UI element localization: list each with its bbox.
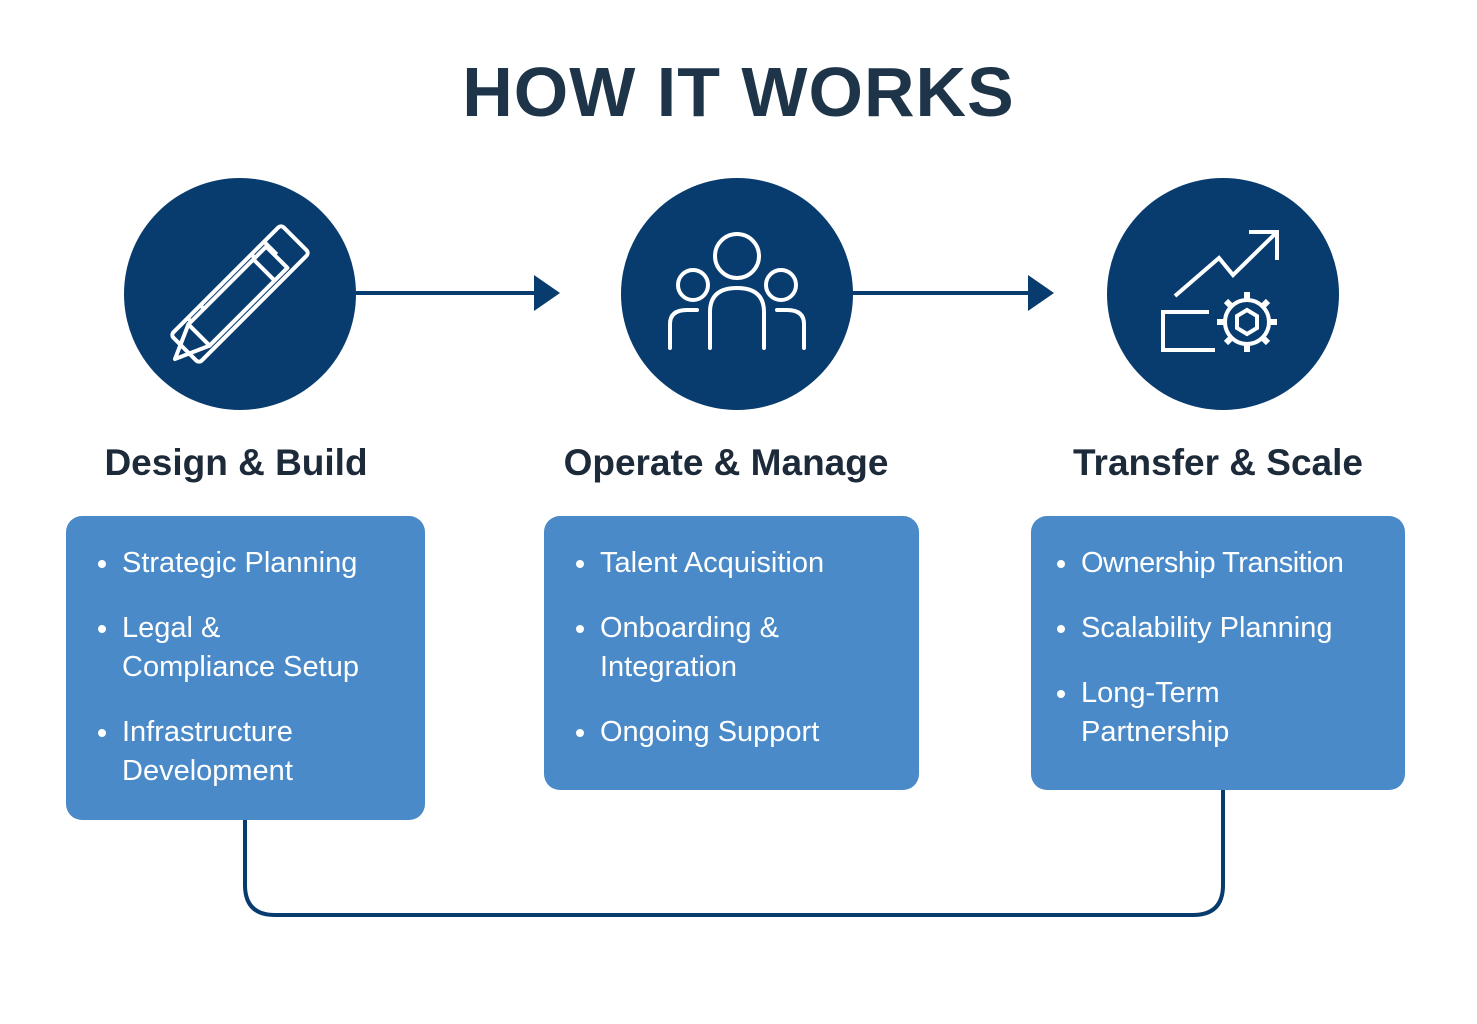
team-people-icon: [668, 232, 806, 350]
page-title: HOW IT WORKS: [462, 53, 1015, 131]
list-item: Long-Term Partnership: [1055, 674, 1281, 752]
ruler-pencil-icon: [170, 224, 310, 364]
step-1-card: Strategic Planning Legal & Compliance Se…: [66, 516, 425, 820]
growth-gear-icon: [1161, 230, 1279, 352]
list-item: Strategic Planning: [96, 544, 405, 583]
list-item: Infrastructure Development: [96, 713, 342, 791]
list-item: Ownership Transition: [1055, 544, 1385, 583]
step-2-card: Talent Acquisition Onboarding & Integrat…: [544, 516, 919, 790]
arrow-right-2: [852, 275, 1054, 311]
step-3-icon-circle: [1107, 178, 1339, 410]
arrow-right-1: [356, 275, 560, 311]
list-item: Legal & Compliance Setup: [96, 609, 372, 687]
list-item: Onboarding & Integration: [574, 609, 830, 687]
list-item: Ongoing Support: [574, 713, 899, 752]
step-3-list: Ownership Transition Scalability Plannin…: [1055, 544, 1385, 752]
list-item: Scalability Planning: [1055, 609, 1385, 648]
step-3-card: Ownership Transition Scalability Plannin…: [1031, 516, 1405, 790]
step-3-title: Transfer & Scale: [1073, 442, 1363, 483]
step-2-list: Talent Acquisition Onboarding & Integrat…: [574, 544, 899, 752]
step-1-list: Strategic Planning Legal & Compliance Se…: [96, 544, 405, 791]
step-2-icon-circle: [621, 178, 853, 410]
step-2-title: Operate & Manage: [563, 442, 889, 483]
list-item: Talent Acquisition: [574, 544, 899, 583]
step-1-icon-circle: [124, 178, 356, 410]
step-1-title: Design & Build: [104, 442, 368, 483]
